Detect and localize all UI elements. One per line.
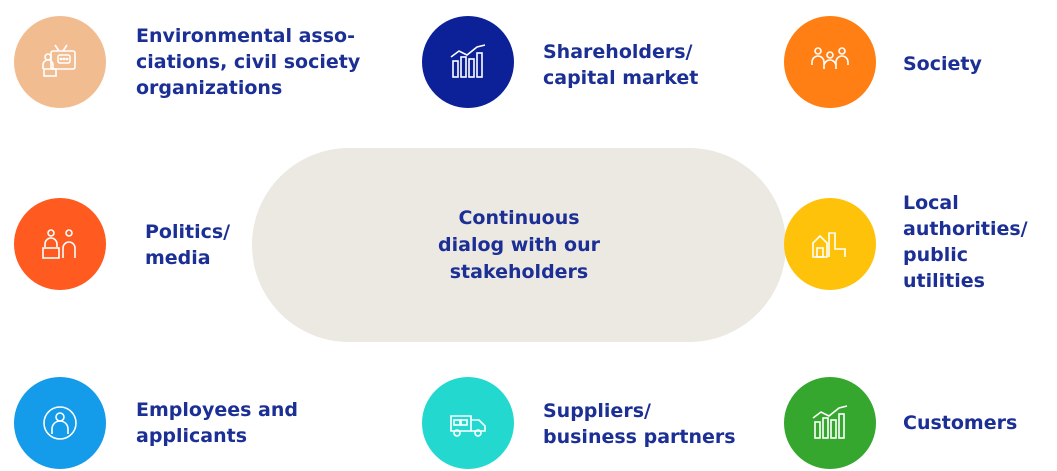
local-authorities-icon [812,232,846,258]
shareholders-circle [422,16,514,108]
customers-circle [784,377,876,469]
environment-circle [14,16,106,108]
employee-person-icon [43,406,77,440]
local-authorities-label: Local authorities/ public utilities [903,192,1028,292]
politics-media-icon [42,229,76,259]
employees-applicants-label: Employees and applicants [136,399,298,447]
politics-media-label: Politics/ media [145,221,231,269]
center-pill: Continuous dialog with our stakeholders [252,148,786,342]
suppliers-circle [422,377,514,469]
politics-circle [14,198,106,290]
customers-chart-icon [812,405,848,439]
local-authorities-circle [784,198,876,290]
environmental-associations-label: Environmental asso- ciations, civil soci… [136,25,361,99]
center-text: Continuous dialog with our stakeholders [438,206,600,283]
employees-circle [14,377,106,469]
shareholders-label: Shareholders/ capital market [543,41,699,89]
environment-icon [42,44,76,77]
society-circle [784,16,876,108]
customers-label: Customers [903,412,1018,434]
capital-market-chart-icon [450,44,486,78]
society-people-icon [811,47,849,69]
suppliers-label: Suppliers/ business partners [543,400,736,448]
supplier-truck-icon [450,415,486,437]
society-label: Society [903,53,982,75]
